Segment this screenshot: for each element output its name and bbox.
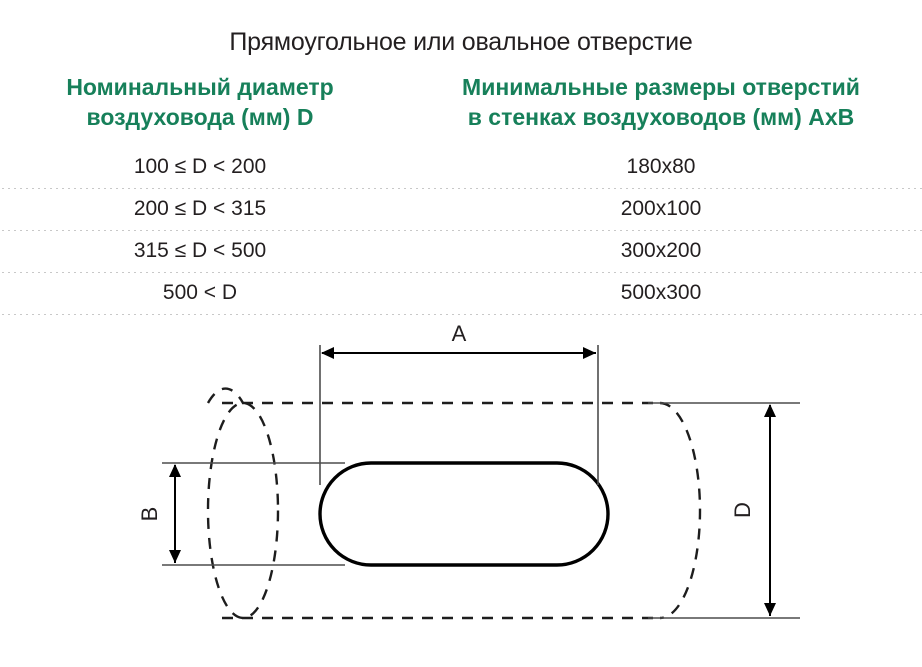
table-header-opening: Минимальные размеры отверстий в стенках … (400, 72, 922, 133)
row-separator (0, 187, 922, 189)
cell-diameter: 500 < D (162, 281, 238, 305)
cell-diameter: 100 ≤ D < 200 (133, 155, 267, 179)
page-title: Прямоугольное или овальное отверстие (229, 28, 693, 56)
cell-opening: 500x300 (620, 281, 702, 305)
table-header-diameter-line1: Номинальный диаметр (66, 74, 334, 100)
duct-left-endcap-ellipse (206, 401, 280, 620)
cell-diameter: 200 ≤ D < 315 (133, 197, 267, 221)
cell-opening: 200x100 (620, 197, 702, 221)
oval-opening-shape (318, 461, 610, 567)
dimension-a: A (321, 325, 596, 359)
row-separator (0, 229, 922, 231)
cell-diameter: 315 ≤ D < 500 (133, 239, 267, 263)
specification-table: Номинальный диаметр воздуховода (мм) D М… (0, 72, 922, 315)
cell-opening: 300x200 (620, 239, 702, 263)
table-body: 100 ≤ D < 200 180x80 200 ≤ D < 315 200x1… (0, 147, 922, 315)
duct-opening-diagram: A B D (0, 325, 922, 667)
duct-outline (206, 387, 702, 620)
duct-right-endcap (659, 401, 702, 620)
table-header-opening-line2: в стенках воздуховодов (мм) AxB (467, 104, 855, 131)
extension-lines (162, 345, 800, 619)
dimension-d-label: D (730, 502, 755, 518)
duct-left-endcap-top-arc (206, 387, 245, 404)
row-separator (0, 271, 922, 273)
table-header-diameter-line2: воздуховода (мм) D (86, 104, 314, 131)
diagram-svg: A B D (137, 325, 800, 620)
cell-opening: 180x80 (626, 155, 696, 179)
dimension-a-label: A (452, 325, 467, 346)
table-header-row: Номинальный диаметр воздуховода (мм) D М… (0, 72, 922, 133)
table-row: 315 ≤ D < 500 300x200 (0, 231, 922, 272)
table-row: 500 < D 500x300 (0, 273, 922, 314)
dimension-b-label: B (137, 507, 162, 522)
dimension-d: D (730, 404, 776, 616)
table-row: 100 ≤ D < 200 180x80 (0, 147, 922, 188)
table-header-opening-line1: Минимальные размеры отверстий (462, 74, 860, 100)
dimension-b: B (137, 464, 181, 563)
table-row: 200 ≤ D < 315 200x100 (0, 189, 922, 230)
table-header-diameter: Номинальный диаметр воздуховода (мм) D (0, 72, 400, 133)
row-separator (0, 313, 922, 315)
